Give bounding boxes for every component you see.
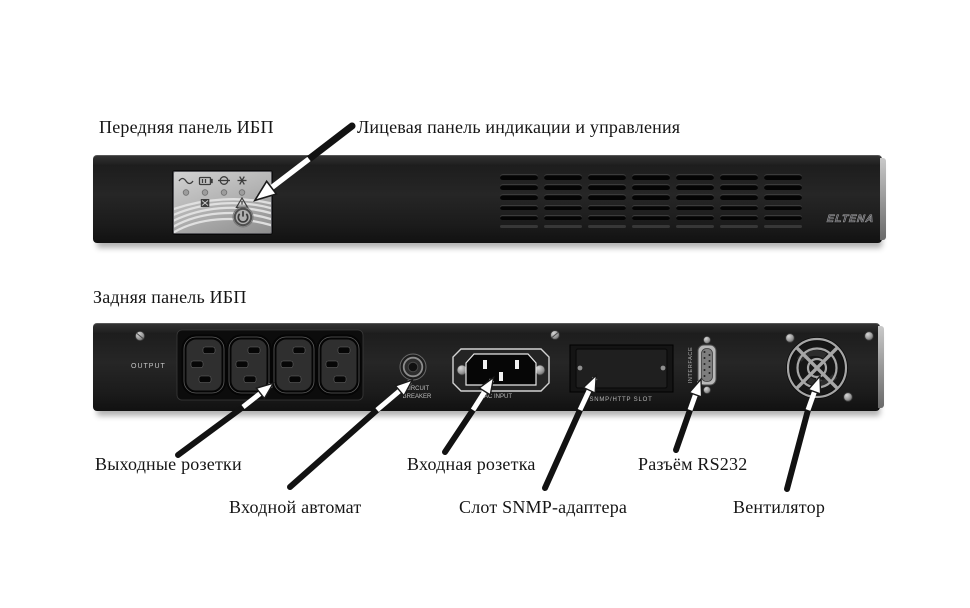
vent-slat (588, 204, 626, 211)
vent-slat (544, 194, 582, 200)
output-sockets (176, 329, 364, 401)
control-panel (173, 171, 272, 234)
vent-slat (764, 184, 802, 190)
screw-icon (785, 331, 874, 402)
rear-panel-section-label: Задняя панель ИБП (93, 287, 247, 307)
iec-c13-socket (229, 337, 269, 393)
vent-slat (632, 194, 670, 200)
vent-slat (500, 194, 538, 200)
vent-slat (500, 184, 538, 190)
led-indicator (201, 189, 209, 196)
vent-slat-half (720, 224, 758, 228)
vent-slat (720, 174, 758, 180)
callout-fan: Вентилятор (733, 497, 826, 517)
vent-slat (544, 204, 582, 211)
vent-slat (588, 174, 626, 180)
vent-slat (720, 184, 758, 190)
breaker-text-line1: CIRCUIT (405, 386, 430, 392)
vent-column (500, 174, 538, 228)
output-text: OUTPUT (131, 363, 166, 370)
callout-snmp-slot: Слот SNMP-адаптера (459, 497, 628, 517)
vent-slat (676, 204, 714, 211)
vent-slat (632, 204, 670, 211)
vent-slat (764, 214, 802, 221)
load-icon (200, 199, 210, 207)
fan (785, 331, 874, 402)
vent-column (544, 174, 582, 228)
callout-input-breaker: Входной автомат (229, 497, 362, 517)
vent-slat-half (632, 224, 670, 228)
vent-slat (632, 174, 670, 180)
vent-grid (500, 174, 802, 228)
led-row (182, 189, 246, 196)
vent-slat (676, 194, 714, 200)
vent-slat (720, 204, 758, 211)
vent-column (764, 174, 802, 228)
vent-slat (500, 214, 538, 221)
vent-slat (632, 214, 670, 221)
vent-column (588, 174, 626, 228)
vent-slat (676, 214, 714, 221)
control-panel-graphics (174, 176, 271, 233)
callout-output-sockets: Выходные розетки (95, 454, 242, 474)
vent-slat (720, 214, 758, 221)
vent-column (720, 174, 758, 228)
rs232-db9-connector (697, 335, 717, 395)
vent-slat (588, 184, 626, 190)
vent-slat (764, 174, 802, 180)
front-chassis: ELTENA (93, 155, 886, 243)
vent-slat-half (588, 224, 626, 228)
power-button-icon (232, 206, 254, 228)
rear-hardware-graphics: OUTPUT (131, 329, 874, 403)
vent-slat (764, 194, 802, 200)
snmp-slot-text: SNMP/HTTP SLOT (589, 397, 652, 403)
vent-column (676, 174, 714, 228)
callout-rs232: Разъём RS232 (638, 454, 748, 474)
front-panel-section-label: Передняя панель ИБП (99, 117, 274, 137)
wave-decoration (174, 198, 271, 233)
vent-slat (544, 214, 582, 221)
ac-input-text: AC INPUT (484, 394, 512, 400)
snmp-slot-plate (569, 344, 674, 393)
vent-slat (500, 174, 538, 180)
ac-inlet (452, 348, 550, 392)
breaker-text-line2: BREAKER (403, 394, 432, 400)
vent-slat (632, 184, 670, 190)
led-indicator (220, 189, 228, 196)
led-indicator (238, 189, 246, 196)
screw-icon (550, 330, 560, 340)
brand-logo: ELTENA (826, 213, 875, 226)
fault-icon (237, 176, 247, 185)
iec-c13-socket (319, 337, 359, 393)
vent-slat (764, 204, 802, 211)
screw-icon (135, 330, 146, 341)
vent-slat (544, 174, 582, 180)
bypass-icon (218, 176, 230, 185)
vent-slat (720, 194, 758, 200)
vent-slat-half (544, 224, 582, 228)
interface-text: INTERFACE (688, 347, 694, 384)
vent-slat-half (764, 224, 802, 228)
vent-slat (588, 214, 626, 221)
iec-c13-socket (181, 334, 227, 396)
vent-slat (676, 174, 714, 180)
faceplate-callout-label: Лицевая панель индикации и управления (357, 117, 681, 137)
circuit-breaker (399, 353, 427, 381)
battery-icon (198, 176, 213, 186)
iec-c13-socket (274, 337, 314, 393)
line-power-icon (178, 177, 194, 185)
led-indicator (182, 189, 190, 196)
vent-slat (544, 184, 582, 190)
vent-slat-half (676, 224, 714, 228)
callout-input-socket: Входная розетка (407, 454, 536, 474)
vent-slat (588, 194, 626, 200)
vent-slat-half (500, 224, 538, 228)
vent-column (632, 174, 670, 228)
vent-slat (500, 204, 538, 211)
rear-chassis: OUTPUT (93, 323, 884, 411)
vent-slat (676, 184, 714, 190)
